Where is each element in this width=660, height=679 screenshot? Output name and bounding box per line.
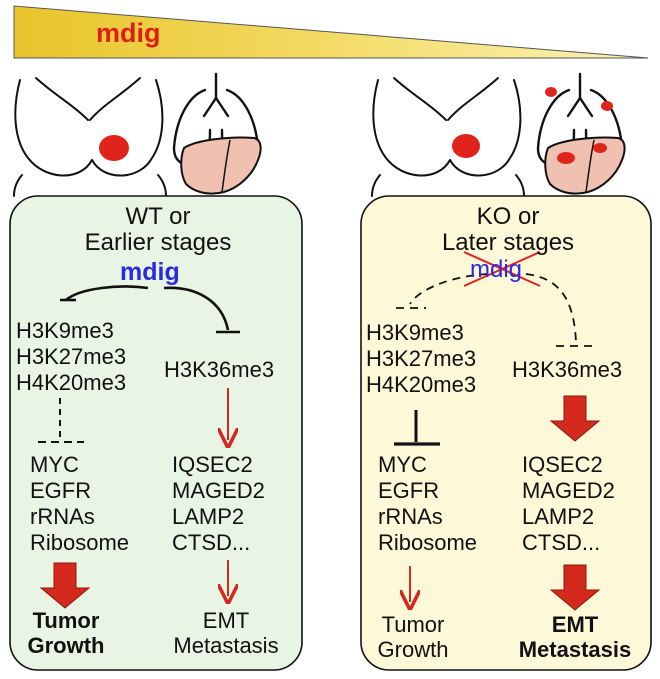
left-panel-genes-left: MYC EGFR rRNAs Ribosome bbox=[30, 452, 129, 556]
right-panel-outcome-tumor-growth: Tumor Growth bbox=[368, 612, 458, 662]
gene-label: EGFR bbox=[378, 478, 440, 503]
left-panel-outcome-tumor-growth: Tumor Growth bbox=[18, 608, 114, 658]
outcome-line: EMT bbox=[551, 612, 599, 637]
gene-label: CTSD... bbox=[522, 530, 601, 555]
outcome-line: EMT bbox=[202, 608, 250, 633]
gene-label: MYC bbox=[30, 452, 79, 477]
gene-label: rRNAs bbox=[30, 504, 95, 529]
histone-mark: H3K27me3 bbox=[16, 344, 127, 369]
histone-mark: H4K20me3 bbox=[16, 370, 127, 395]
left-panel-title-line1: WT or bbox=[125, 203, 191, 230]
thick-arrow-right-panel-2 bbox=[549, 564, 601, 611]
dashed-arc-right-right-panel bbox=[525, 273, 577, 343]
liver-icon-right bbox=[544, 136, 626, 195]
outcome-line: Metastasis bbox=[173, 633, 279, 658]
liver-lobe-line-left bbox=[221, 139, 231, 193]
right-panel-title-line1: KO or bbox=[476, 203, 540, 230]
gene-label: LAMP2 bbox=[172, 504, 245, 529]
histone-mark: H4K20me3 bbox=[366, 372, 477, 397]
tumor-icon-right-lung-left bbox=[545, 87, 557, 97]
tumor-icon-right-lung-right bbox=[601, 101, 613, 111]
right-panel-marks-list: H3K9me3 H3K27me3 H4K20me3 bbox=[366, 320, 476, 398]
gene-label: MAGED2 bbox=[172, 478, 265, 503]
left-panel-marks-list: H3K9me3 H3K27me3 H4K20me3 bbox=[16, 318, 126, 396]
left-panel-mdig: mdig bbox=[120, 258, 180, 286]
gene-label: Ribosome bbox=[30, 530, 130, 555]
liver-lobe-line-right bbox=[585, 139, 595, 193]
thick-arrow-left-panel bbox=[39, 562, 91, 609]
strike-x-line-2 bbox=[463, 251, 541, 287]
right-panel-genes-right: IQSEC2 MAGED2 LAMP2 CTSD... bbox=[522, 452, 615, 556]
right-panel-h3k36me3: H3K36me3 bbox=[512, 357, 623, 382]
gene-label: MYC bbox=[378, 452, 427, 477]
mdig-gradient-wedge bbox=[13, 5, 649, 59]
histone-mark: H3K9me3 bbox=[366, 320, 464, 345]
gene-label: IQSEC2 bbox=[172, 452, 253, 477]
liver-icon-left bbox=[180, 136, 262, 195]
tumor-icon-right-breast bbox=[452, 134, 480, 158]
histone-mark: H3K9me3 bbox=[16, 318, 114, 343]
right-panel-mdig-knocked-out: mdig bbox=[470, 256, 523, 283]
right-panel-genes-left: MYC EGFR rRNAs Ribosome bbox=[378, 452, 477, 556]
mdig-gradient-label: mdig bbox=[96, 18, 161, 48]
gene-label: EGFR bbox=[30, 478, 92, 503]
tumor-icon-right-liver-b bbox=[593, 143, 607, 153]
outcome-line: Growth bbox=[377, 637, 449, 662]
breast-icon-right bbox=[371, 77, 525, 197]
gene-label: Ribosome bbox=[378, 530, 478, 555]
left-panel-title-line2: Earlier stages bbox=[84, 229, 232, 256]
left-panel-h3k36me3: H3K36me3 bbox=[164, 357, 275, 382]
thick-arrow-right-panel-1 bbox=[549, 395, 601, 442]
right-panel-title-line2: Later stages bbox=[441, 229, 575, 256]
tumor-icon-left-breast bbox=[99, 135, 129, 161]
left-panel-genes-right: IQSEC2 MAGED2 LAMP2 CTSD... bbox=[172, 452, 265, 556]
gene-label: MAGED2 bbox=[522, 478, 615, 503]
gene-label: CTSD... bbox=[172, 530, 251, 555]
outcome-line: Tumor bbox=[381, 612, 445, 637]
gene-label: IQSEC2 bbox=[522, 452, 603, 477]
gene-label: LAMP2 bbox=[522, 504, 595, 529]
inhibit-arc-left bbox=[65, 285, 149, 302]
outcome-line: Growth bbox=[27, 633, 105, 658]
tumor-icon-right-liver-a bbox=[557, 152, 575, 164]
left-panel-outcome-emt-metastasis: EMT Metastasis bbox=[166, 608, 286, 658]
gene-label: rRNAs bbox=[378, 504, 443, 529]
inhibit-arc-right bbox=[163, 286, 230, 331]
histone-mark: H3K27me3 bbox=[366, 346, 477, 371]
right-panel bbox=[360, 195, 652, 671]
right-panel-outcome-emt-metastasis: EMT Metastasis bbox=[508, 612, 642, 662]
outcome-line: Tumor bbox=[32, 608, 100, 633]
outcome-line: Metastasis bbox=[518, 637, 632, 662]
left-panel bbox=[9, 195, 303, 671]
breast-icon-left bbox=[13, 77, 167, 197]
